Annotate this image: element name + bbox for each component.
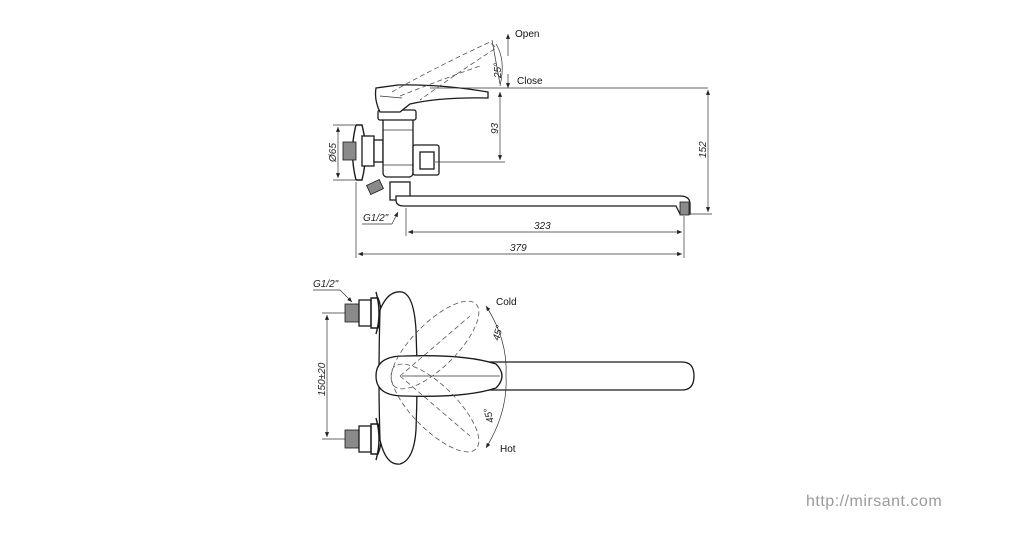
total-height-value: 152: [698, 141, 709, 158]
lever-handle: [374, 84, 489, 113]
side-view: Open Close 25° 93 152 Ø65 G1/2": [328, 29, 712, 258]
total-length-value: 379: [510, 243, 527, 254]
thread-leader-top: [313, 289, 353, 303]
cold-angle-value: 45°: [491, 324, 506, 341]
spout-reach-value: 323: [534, 221, 551, 232]
handle-height-dimension: [430, 87, 708, 163]
handle-top: [375, 355, 503, 397]
valve-body: [377, 109, 440, 178]
inlet-pipe: [342, 135, 384, 167]
thread-value-side: G1/2": [363, 213, 389, 224]
thread-value-top: G1/2": [313, 279, 339, 290]
center-distance-value: 150±20: [317, 362, 328, 396]
lever-angle-label: 25°: [493, 63, 504, 79]
total-length-dimension: [355, 182, 682, 258]
hot-label: Hot: [500, 444, 516, 455]
close-label: Close: [517, 76, 543, 87]
hot-angle-value: 45°: [482, 407, 497, 424]
flange-diameter-dimension: [333, 124, 356, 181]
upper-inlet: [344, 291, 382, 335]
spout: [395, 195, 691, 216]
handle-swing-positions: [390, 300, 480, 453]
total-height-dimension: [690, 90, 712, 215]
thread-leader: [362, 211, 399, 225]
cold-label: Cold: [496, 297, 517, 308]
open-close-indicator: [491, 34, 511, 88]
open-label: Open: [515, 29, 539, 40]
rotation-arcs: [485, 305, 507, 449]
watermark-text: http://mirsant.com: [806, 493, 942, 510]
center-distance-dimension: [322, 312, 345, 440]
top-view: Cold Hot 45° 45° G1/2" 150±20: [313, 279, 695, 465]
flange-diameter-value: Ø65: [328, 143, 339, 163]
lever-handle-open: [391, 41, 497, 101]
lower-inlet: [344, 417, 382, 461]
handle-height-value: 93: [490, 122, 501, 134]
spout-reach-dimension: [405, 208, 685, 258]
